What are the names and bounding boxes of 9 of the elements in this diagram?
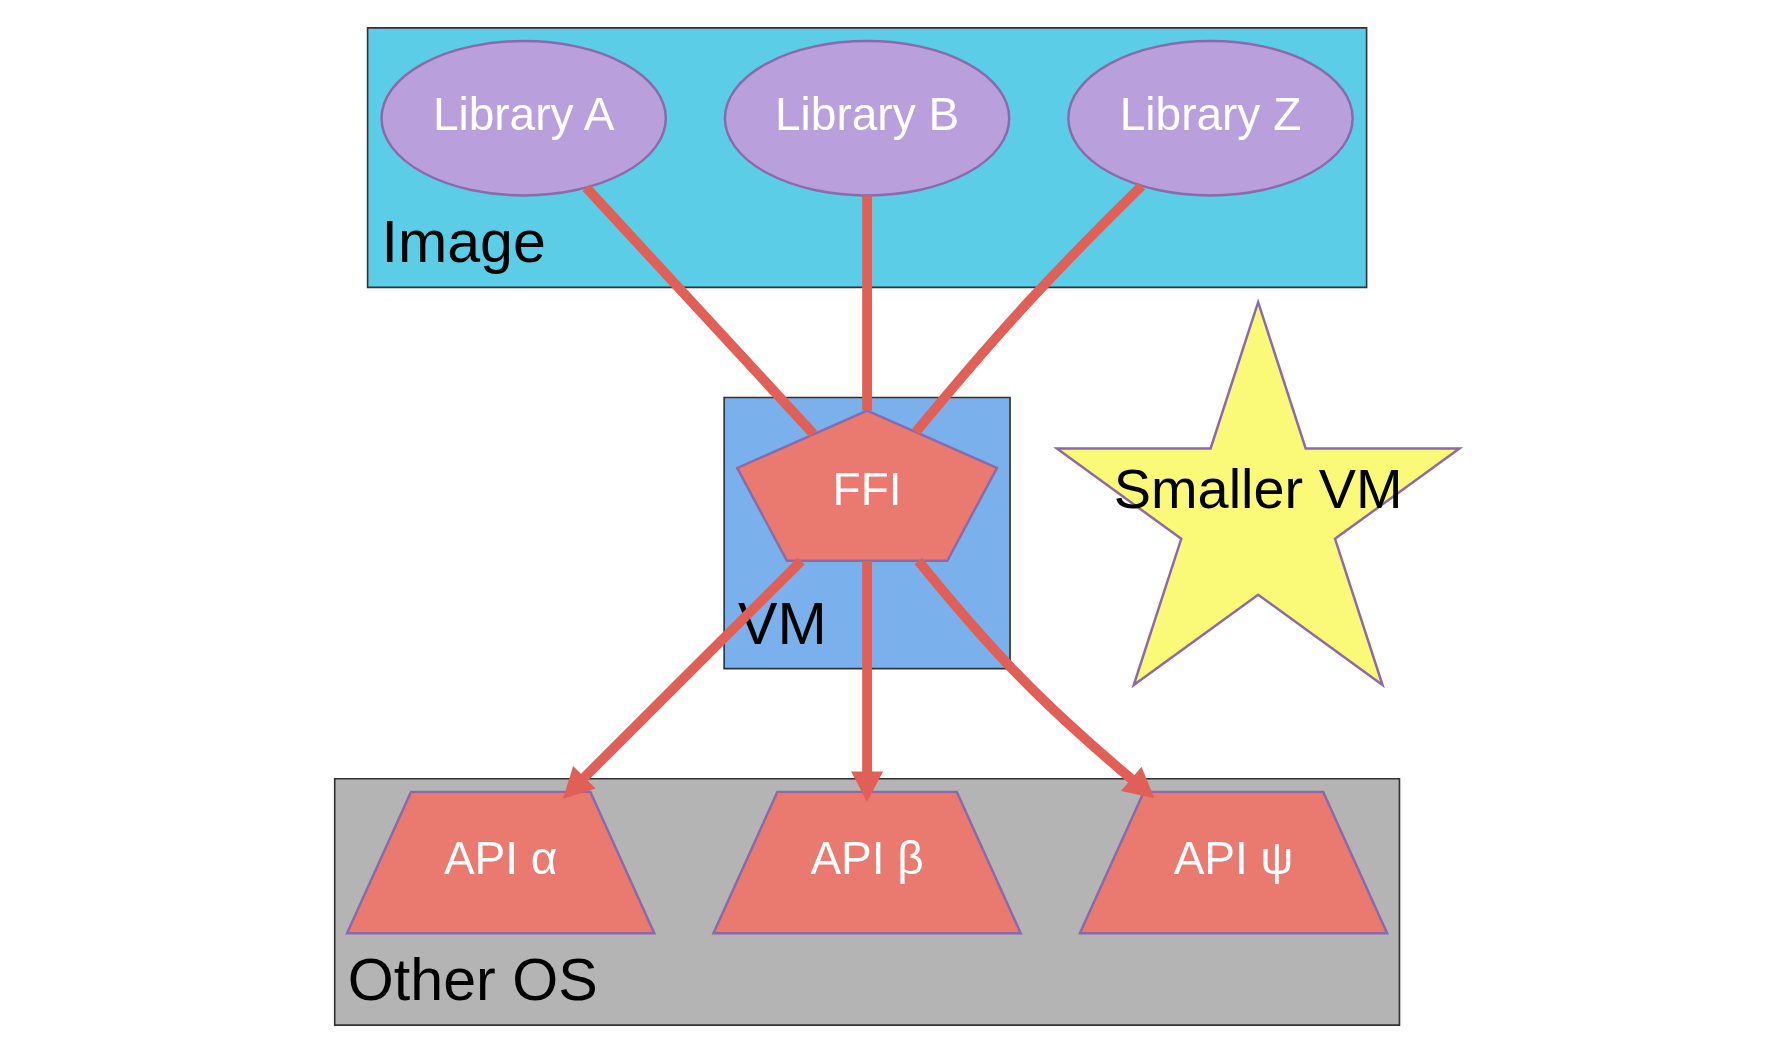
connector (582, 184, 817, 438)
node-ellipse: Library A (379, 39, 667, 197)
node-ellipse: Library B (723, 39, 1010, 197)
arrow (562, 557, 805, 799)
connector (911, 182, 1145, 436)
node-ellipse: Library Z (1066, 39, 1354, 197)
arrow (850, 561, 883, 802)
arrow (914, 557, 1154, 799)
connector (861, 195, 872, 411)
